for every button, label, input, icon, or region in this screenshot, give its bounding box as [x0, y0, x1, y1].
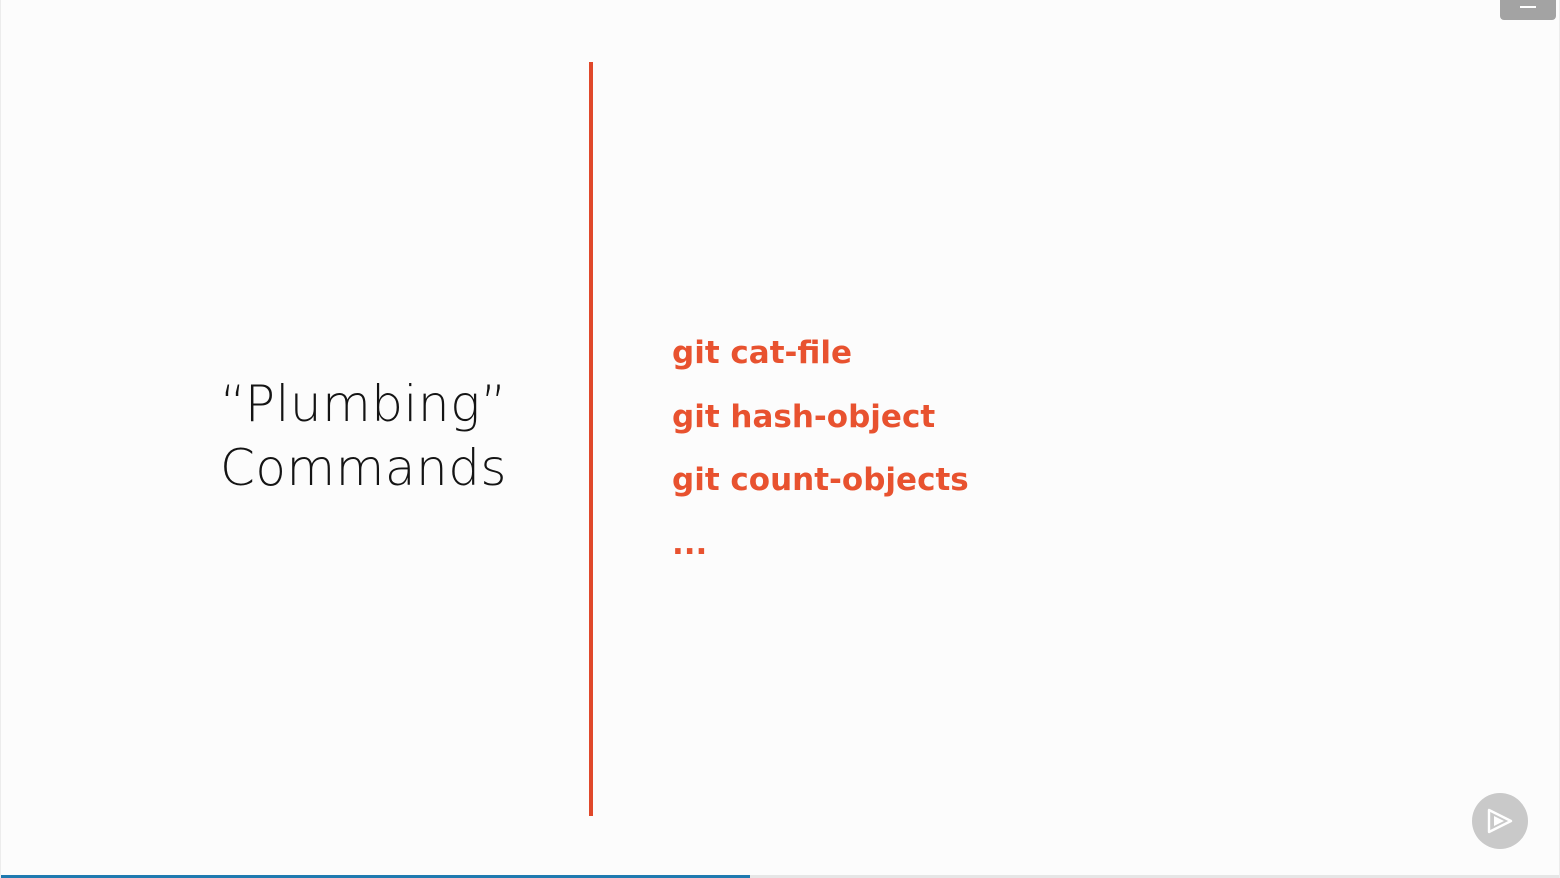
menu-button[interactable]: [1500, 0, 1556, 20]
vertical-divider: [589, 62, 593, 816]
command-list: git cat-file git hash-object git count-o…: [672, 322, 969, 576]
player-logo-button[interactable]: [1472, 793, 1528, 849]
slide-title: “Plumbing” Commands: [220, 372, 507, 500]
menu-icon: [1520, 6, 1536, 8]
command-item: git hash-object: [672, 398, 936, 435]
command-item: git cat-file: [672, 335, 853, 371]
slide-title-line-2: Commands: [219, 439, 507, 497]
command-item-ellipsis: ...: [672, 525, 708, 562]
play-logo-icon: [1487, 808, 1513, 834]
slide-title-line-1: “Plumbing”: [219, 375, 507, 433]
command-item: git count-objects: [672, 462, 969, 498]
progress-bar-fill: [1, 875, 751, 878]
progress-bar[interactable]: [1, 875, 1559, 878]
